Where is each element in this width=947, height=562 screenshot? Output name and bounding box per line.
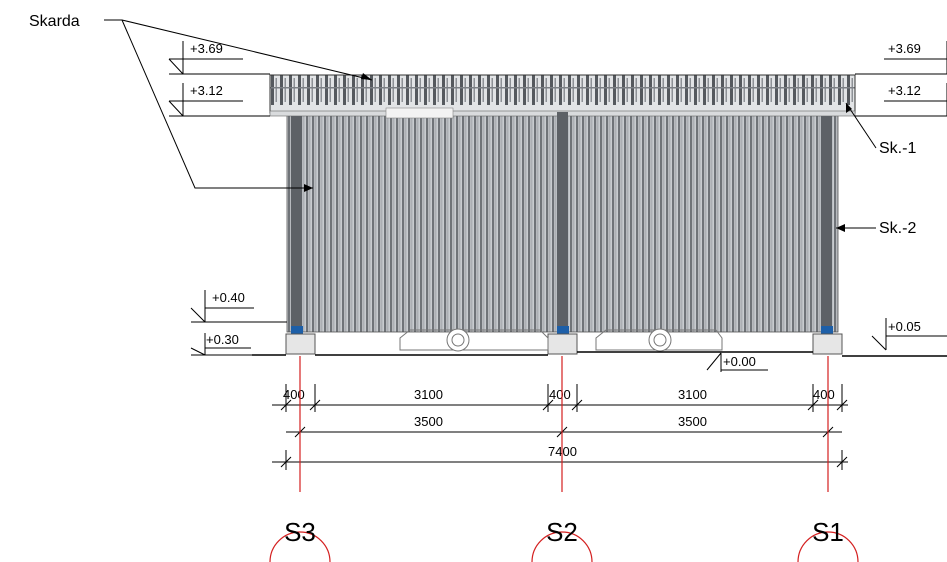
dim-row1-e: 400 bbox=[813, 387, 835, 402]
skarda-label: Skarda bbox=[29, 13, 80, 30]
ground-line bbox=[252, 351, 947, 357]
level-left-plinth-base: +0.30 bbox=[206, 332, 239, 347]
level-right-base: +0.05 bbox=[888, 319, 921, 334]
level-left-top: +3.69 bbox=[190, 41, 223, 56]
footing-s3 bbox=[285, 333, 316, 355]
footing-s1 bbox=[812, 333, 843, 355]
column-s3 bbox=[291, 116, 302, 332]
level-right-top: +3.69 bbox=[888, 41, 921, 56]
axis-s2: S2 bbox=[546, 517, 578, 547]
dim-row1-c: 400 bbox=[549, 387, 571, 402]
arrowhead bbox=[846, 103, 852, 113]
arrowhead bbox=[304, 184, 313, 192]
footing-s2 bbox=[547, 333, 578, 355]
car-silhouette bbox=[399, 328, 723, 352]
sk2-label: Sk.-2 bbox=[879, 220, 916, 237]
grid-axes bbox=[269, 356, 859, 562]
dim-row2-b: 3500 bbox=[678, 414, 707, 429]
dim-row1-d: 3100 bbox=[678, 387, 707, 402]
dim-row1-a: 400 bbox=[283, 387, 305, 402]
dim-row1-b: 3100 bbox=[414, 387, 443, 402]
column-s1 bbox=[821, 116, 832, 332]
level-right-eave: +3.12 bbox=[888, 83, 921, 98]
level-left-plinth-top: +0.40 bbox=[212, 290, 245, 305]
arrowhead bbox=[361, 73, 372, 80]
axis-s3: S3 bbox=[284, 517, 316, 547]
column-base-s1 bbox=[821, 326, 833, 335]
level-left-eave: +3.12 bbox=[190, 83, 223, 98]
axis-s1: S1 bbox=[812, 517, 844, 547]
sk1-label: Sk.-1 bbox=[879, 140, 916, 157]
dim-row2-a: 3500 bbox=[414, 414, 443, 429]
level-markers bbox=[168, 41, 947, 372]
column-base-s3 bbox=[291, 326, 303, 335]
building-elevation bbox=[252, 74, 947, 357]
level-ground: +0.00 bbox=[723, 354, 756, 369]
fascia-gap bbox=[385, 107, 454, 119]
column-base-s2 bbox=[557, 326, 569, 335]
column-s2 bbox=[557, 112, 568, 332]
roof-fascia bbox=[269, 74, 856, 114]
arrowhead bbox=[836, 224, 845, 232]
